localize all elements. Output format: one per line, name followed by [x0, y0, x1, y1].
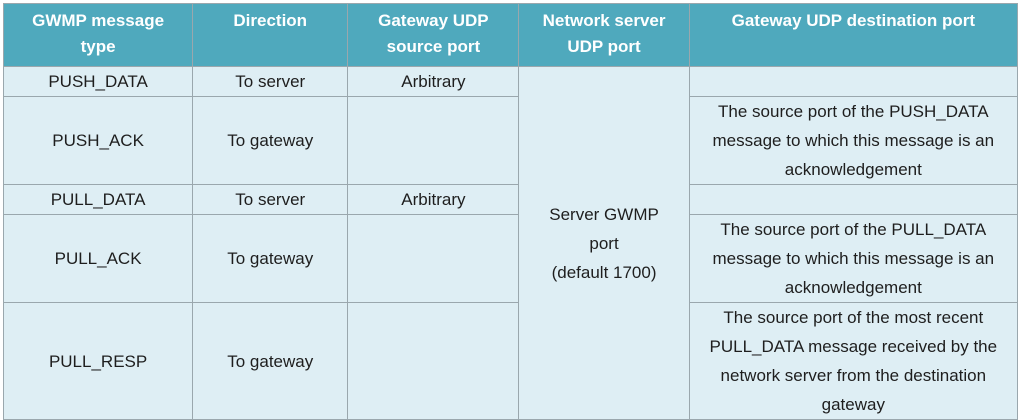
message-type-cell: PUSH_ACK [2, 96, 194, 185]
server-port-line: port [589, 233, 619, 253]
direction-cell: To server [192, 184, 349, 215]
table-row: PUSH_ACK To gateway The source port of t… [2, 96, 1019, 185]
header-gateway-source-port: Gateway UDP source port [347, 3, 520, 67]
table-row: PULL_RESP To gateway The source port of … [2, 302, 1019, 420]
header-network-server-port: Network server UDP port [518, 3, 690, 67]
direction-cell: To gateway [192, 214, 349, 303]
table-row: PULL_ACK To gateway The source port of t… [2, 214, 1019, 303]
destination-port-cell [688, 184, 1019, 215]
direction-cell: To gateway [192, 302, 349, 420]
header-message-type: GWMP message type [2, 3, 194, 67]
header-row: GWMP message type Direction Gateway UDP … [2, 3, 1019, 67]
source-port-cell [347, 96, 520, 185]
server-port-line: (default 1700) [551, 262, 657, 282]
message-type-cell: PULL_ACK [2, 214, 194, 303]
header-direction: Direction [192, 3, 349, 67]
server-port-cell: Server GWMP port (default 1700) [518, 66, 690, 420]
gwmp-port-table: GWMP message type Direction Gateway UDP … [2, 3, 1019, 420]
table-row: PULL_DATA To server Arbitrary [2, 184, 1019, 215]
table-row: PUSH_DATA To server Arbitrary Server GWM… [2, 66, 1019, 420]
header-gateway-destination-port: Gateway UDP destination port [688, 3, 1019, 67]
direction-cell: To gateway [192, 96, 349, 185]
direction-cell: To server [192, 66, 349, 97]
message-type-cell: PUSH_DATA [2, 66, 194, 97]
destination-port-cell: The source port of the PULL_DATA message… [688, 214, 1019, 303]
destination-port-cell: The source port of the PUSH_DATA message… [688, 96, 1019, 185]
source-port-cell [347, 214, 520, 303]
server-port-line: Server GWMP [549, 204, 659, 224]
destination-port-cell: The source port of the most recent PULL_… [688, 302, 1019, 420]
destination-port-cell [688, 66, 1019, 97]
message-type-cell: PULL_RESP [2, 302, 194, 420]
message-type-cell: PULL_DATA [2, 184, 194, 215]
source-port-cell: Arbitrary [347, 184, 520, 215]
source-port-cell: Arbitrary [347, 66, 520, 97]
source-port-cell [347, 302, 520, 420]
